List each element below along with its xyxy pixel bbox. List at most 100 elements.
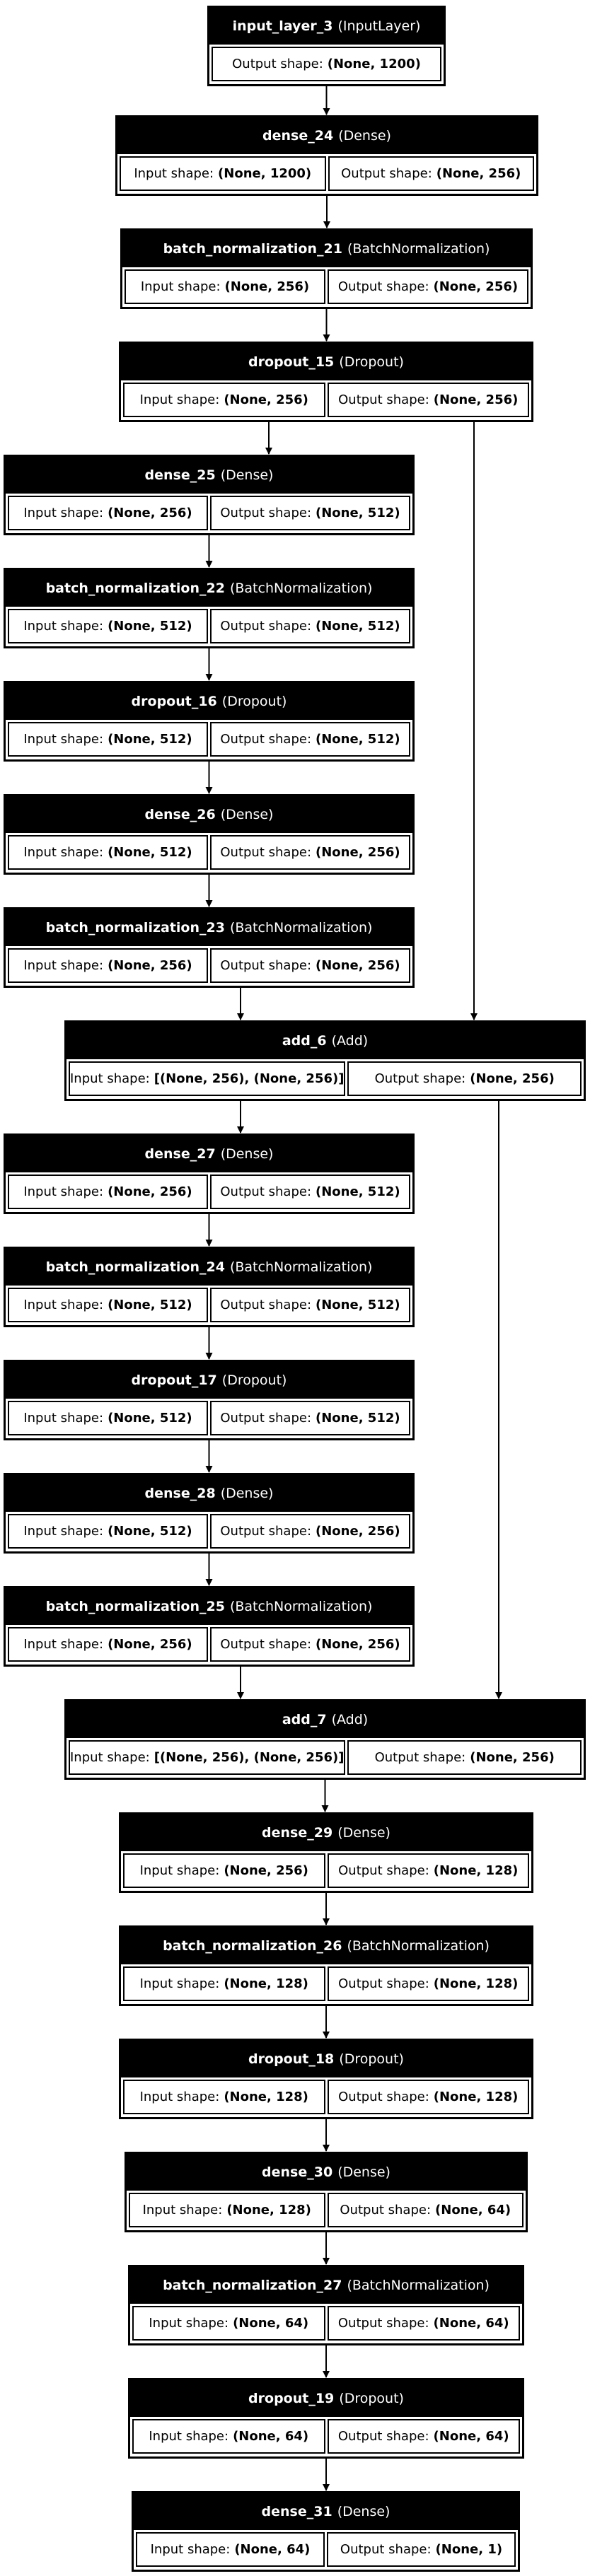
layer-node-dense-29: dense_29(Dense)Input shape:(None, 256)Ou… (119, 1812, 533, 1893)
input-shape-cell: Input shape:(None, 64) (132, 2419, 325, 2454)
layer-name: dropout_18 (248, 2051, 335, 2067)
input-shape-label: Input shape: (140, 279, 221, 294)
layer-shapes: Input shape:(None, 128)Output shape:(Non… (121, 1964, 531, 2003)
layer-class: (BatchNormalization) (229, 1259, 373, 1275)
layer-shapes: Output shape:(None, 1200) (209, 45, 444, 83)
output-shape-value: (None, 256) (316, 1524, 400, 1539)
layer-shapes: Input shape:(None, 128)Output shape:(Non… (127, 2191, 526, 2230)
input-shape-cell: Input shape:(None, 256) (8, 948, 208, 983)
layer-class: (Dense) (220, 1486, 274, 1501)
input-shape-label: Input shape: (150, 2542, 231, 2557)
output-shape-cell: Output shape:(None, 128) (327, 1966, 529, 2001)
output-shape-cell: Output shape:(None, 64) (327, 2306, 520, 2341)
layer-header: batch_normalization_21(BatchNormalizatio… (122, 231, 531, 267)
input-shape-label: Input shape: (149, 2316, 229, 2331)
layer-name: dense_31 (261, 2504, 332, 2519)
output-shape-label: Output shape: (338, 1976, 429, 1991)
output-shape-cell: Output shape:(None, 512) (210, 496, 410, 530)
layer-class: (Dense) (337, 1825, 391, 1841)
output-shape-label: Output shape: (374, 1750, 466, 1765)
input-shape-cell: Input shape:(None, 256) (8, 1627, 208, 1662)
output-shape-label: Output shape: (220, 506, 312, 520)
layer-name: dense_24 (262, 128, 334, 144)
layer-class: (Dropout) (339, 354, 404, 370)
input-shape-label: Input shape: (139, 392, 220, 407)
layer-class: (Dense) (220, 467, 274, 483)
layer-header: dense_29(Dense) (121, 1814, 531, 1851)
layer-shapes: Input shape:[(None, 256), (None, 256)]Ou… (66, 1738, 584, 1777)
input-shape-cell: Input shape:(None, 512) (8, 1288, 208, 1322)
input-shape-value: (None, 512) (108, 732, 192, 747)
layer-node-batch-normalization-26: batch_normalization_26(BatchNormalizatio… (119, 1925, 533, 2006)
output-shape-value: (None, 512) (316, 1411, 400, 1426)
layer-node-dense-24: dense_24(Dense) Input shape:(None, 1200)O… (115, 115, 538, 196)
input-shape-cell: Input shape:(None, 512) (8, 835, 208, 870)
output-shape-label: Output shape: (220, 958, 312, 973)
layer-node-add-6: add_6(Add)Input shape:[(None, 256), (Non… (64, 1020, 586, 1101)
input-shape-value: (None, 64) (233, 2316, 309, 2331)
layer-shapes: Input shape:(None, 256)Output shape:(Non… (6, 494, 412, 532)
layer-name: batch_normalization_27 (163, 2278, 342, 2293)
output-shape-label: Output shape: (340, 2203, 432, 2217)
layer-shapes: Input shape:(None, 1200)Output shape:(No… (117, 154, 536, 193)
layer-shapes: Input shape:(None, 512)Output shape:(Non… (6, 607, 412, 646)
input-shape-label: Input shape: (142, 2203, 223, 2217)
output-shape-value: (None, 256) (433, 279, 519, 294)
layer-node-batch-normalization-22: batch_normalization_22(BatchNormalizatio… (4, 568, 415, 648)
output-shape-cell: Output shape:(None, 1200) (212, 47, 441, 81)
output-shape-value: (None, 64) (435, 2203, 511, 2217)
layer-header: batch_normalization_24(BatchNormalizatio… (6, 1249, 412, 1286)
input-shape-value: (None, 128) (224, 1976, 308, 1991)
layer-name: dense_26 (144, 807, 216, 822)
layer-class: (Dense) (220, 807, 274, 822)
layer-node-dense-25: dense_25(Dense)Input shape:(None, 256)Ou… (4, 455, 415, 535)
output-shape-cell: Output shape:(None, 64) (327, 2193, 524, 2227)
output-shape-label: Output shape: (220, 1298, 312, 1312)
layer-class: (Dense) (338, 128, 391, 144)
output-shape-cell: Output shape:(None, 256) (327, 383, 529, 417)
layer-name: dense_28 (144, 1486, 216, 1501)
output-shape-label: Output shape: (338, 392, 429, 407)
output-shape-label: Output shape: (220, 619, 312, 634)
input-shape-value: (None, 256) (108, 1637, 192, 1652)
layer-class: (BatchNormalization) (347, 2278, 490, 2293)
layer-shapes: Input shape:(None, 256)Output shape:(Non… (121, 380, 531, 419)
input-shape-cell: Input shape:(None, 256) (8, 1175, 208, 1209)
layer-shapes: Input shape:(None, 256)Output shape:(Non… (6, 1625, 412, 1664)
output-shape-value: (None, 128) (433, 2090, 519, 2104)
input-shape-value: (None, 512) (108, 845, 192, 860)
layer-header: dropout_17(Dropout) (6, 1362, 412, 1399)
output-shape-cell: Output shape:(None, 512) (210, 609, 410, 643)
input-shape-label: Input shape: (23, 1298, 104, 1312)
layer-name: batch_normalization_25 (45, 1599, 225, 1614)
input-shape-value: (None, 512) (108, 619, 192, 634)
input-shape-value: (None, 256) (108, 506, 192, 520)
layer-node-dropout-18: dropout_18(Dropout)Input shape:(None, 12… (119, 2039, 533, 2119)
layer-node-dense-26: dense_26 (Dense) Input shape:(None, 512)Ou… (4, 794, 415, 875)
layer-shapes: Input shape:(None, 512)Output shape:(Non… (6, 1399, 412, 1438)
layer-header: dense_30(Dense) (127, 2154, 526, 2191)
input-shape-label: Input shape: (139, 2090, 220, 2104)
layer-name: dropout_17 (131, 1372, 217, 1388)
input-shape-value: (None, 512) (108, 1524, 192, 1539)
input-shape-cell: Input shape:(None, 128) (123, 1966, 325, 2001)
layer-shapes: Input shape: (None, 64) Output shape:(None… (130, 2304, 522, 2343)
output-shape-cell: Output shape:(None, 128) (327, 2080, 529, 2114)
layer-class: (Dropout) (221, 694, 287, 709)
layer-class: (InputLayer) (337, 18, 421, 34)
layer-node-dropout-19: dropout_19(Dropout)Input shape:(None, 64… (128, 2378, 524, 2459)
layer-node-batch-normalization-21: batch_normalization_21(BatchNormalizatio… (120, 228, 533, 309)
layer-node-batch-normalization-24: batch_normalization_24(BatchNormalizatio… (4, 1247, 415, 1327)
output-shape-cell: Output shape:(None, 256) (347, 1740, 582, 1775)
output-shape-cell: Output shape:(None, 1) (327, 2532, 516, 2567)
output-shape-value: (None, 256) (316, 845, 400, 860)
layer-node-batch-normalization-23: batch_normalization_23(BatchNormalizatio… (4, 907, 415, 988)
input-shape-cell: Input shape: (None, 512) (8, 722, 208, 757)
layer-header: dense_26 (Dense) (6, 796, 412, 833)
layer-shapes: Input shape:(None, 512)Output shape:(Non… (6, 833, 412, 872)
input-shape-cell: Input shape:(None, 512) (8, 609, 208, 643)
layer-name: batch_normalization_22 (45, 581, 225, 596)
input-shape-label: Input shape: (23, 1184, 104, 1199)
input-shape-label: Input shape: (23, 732, 104, 747)
